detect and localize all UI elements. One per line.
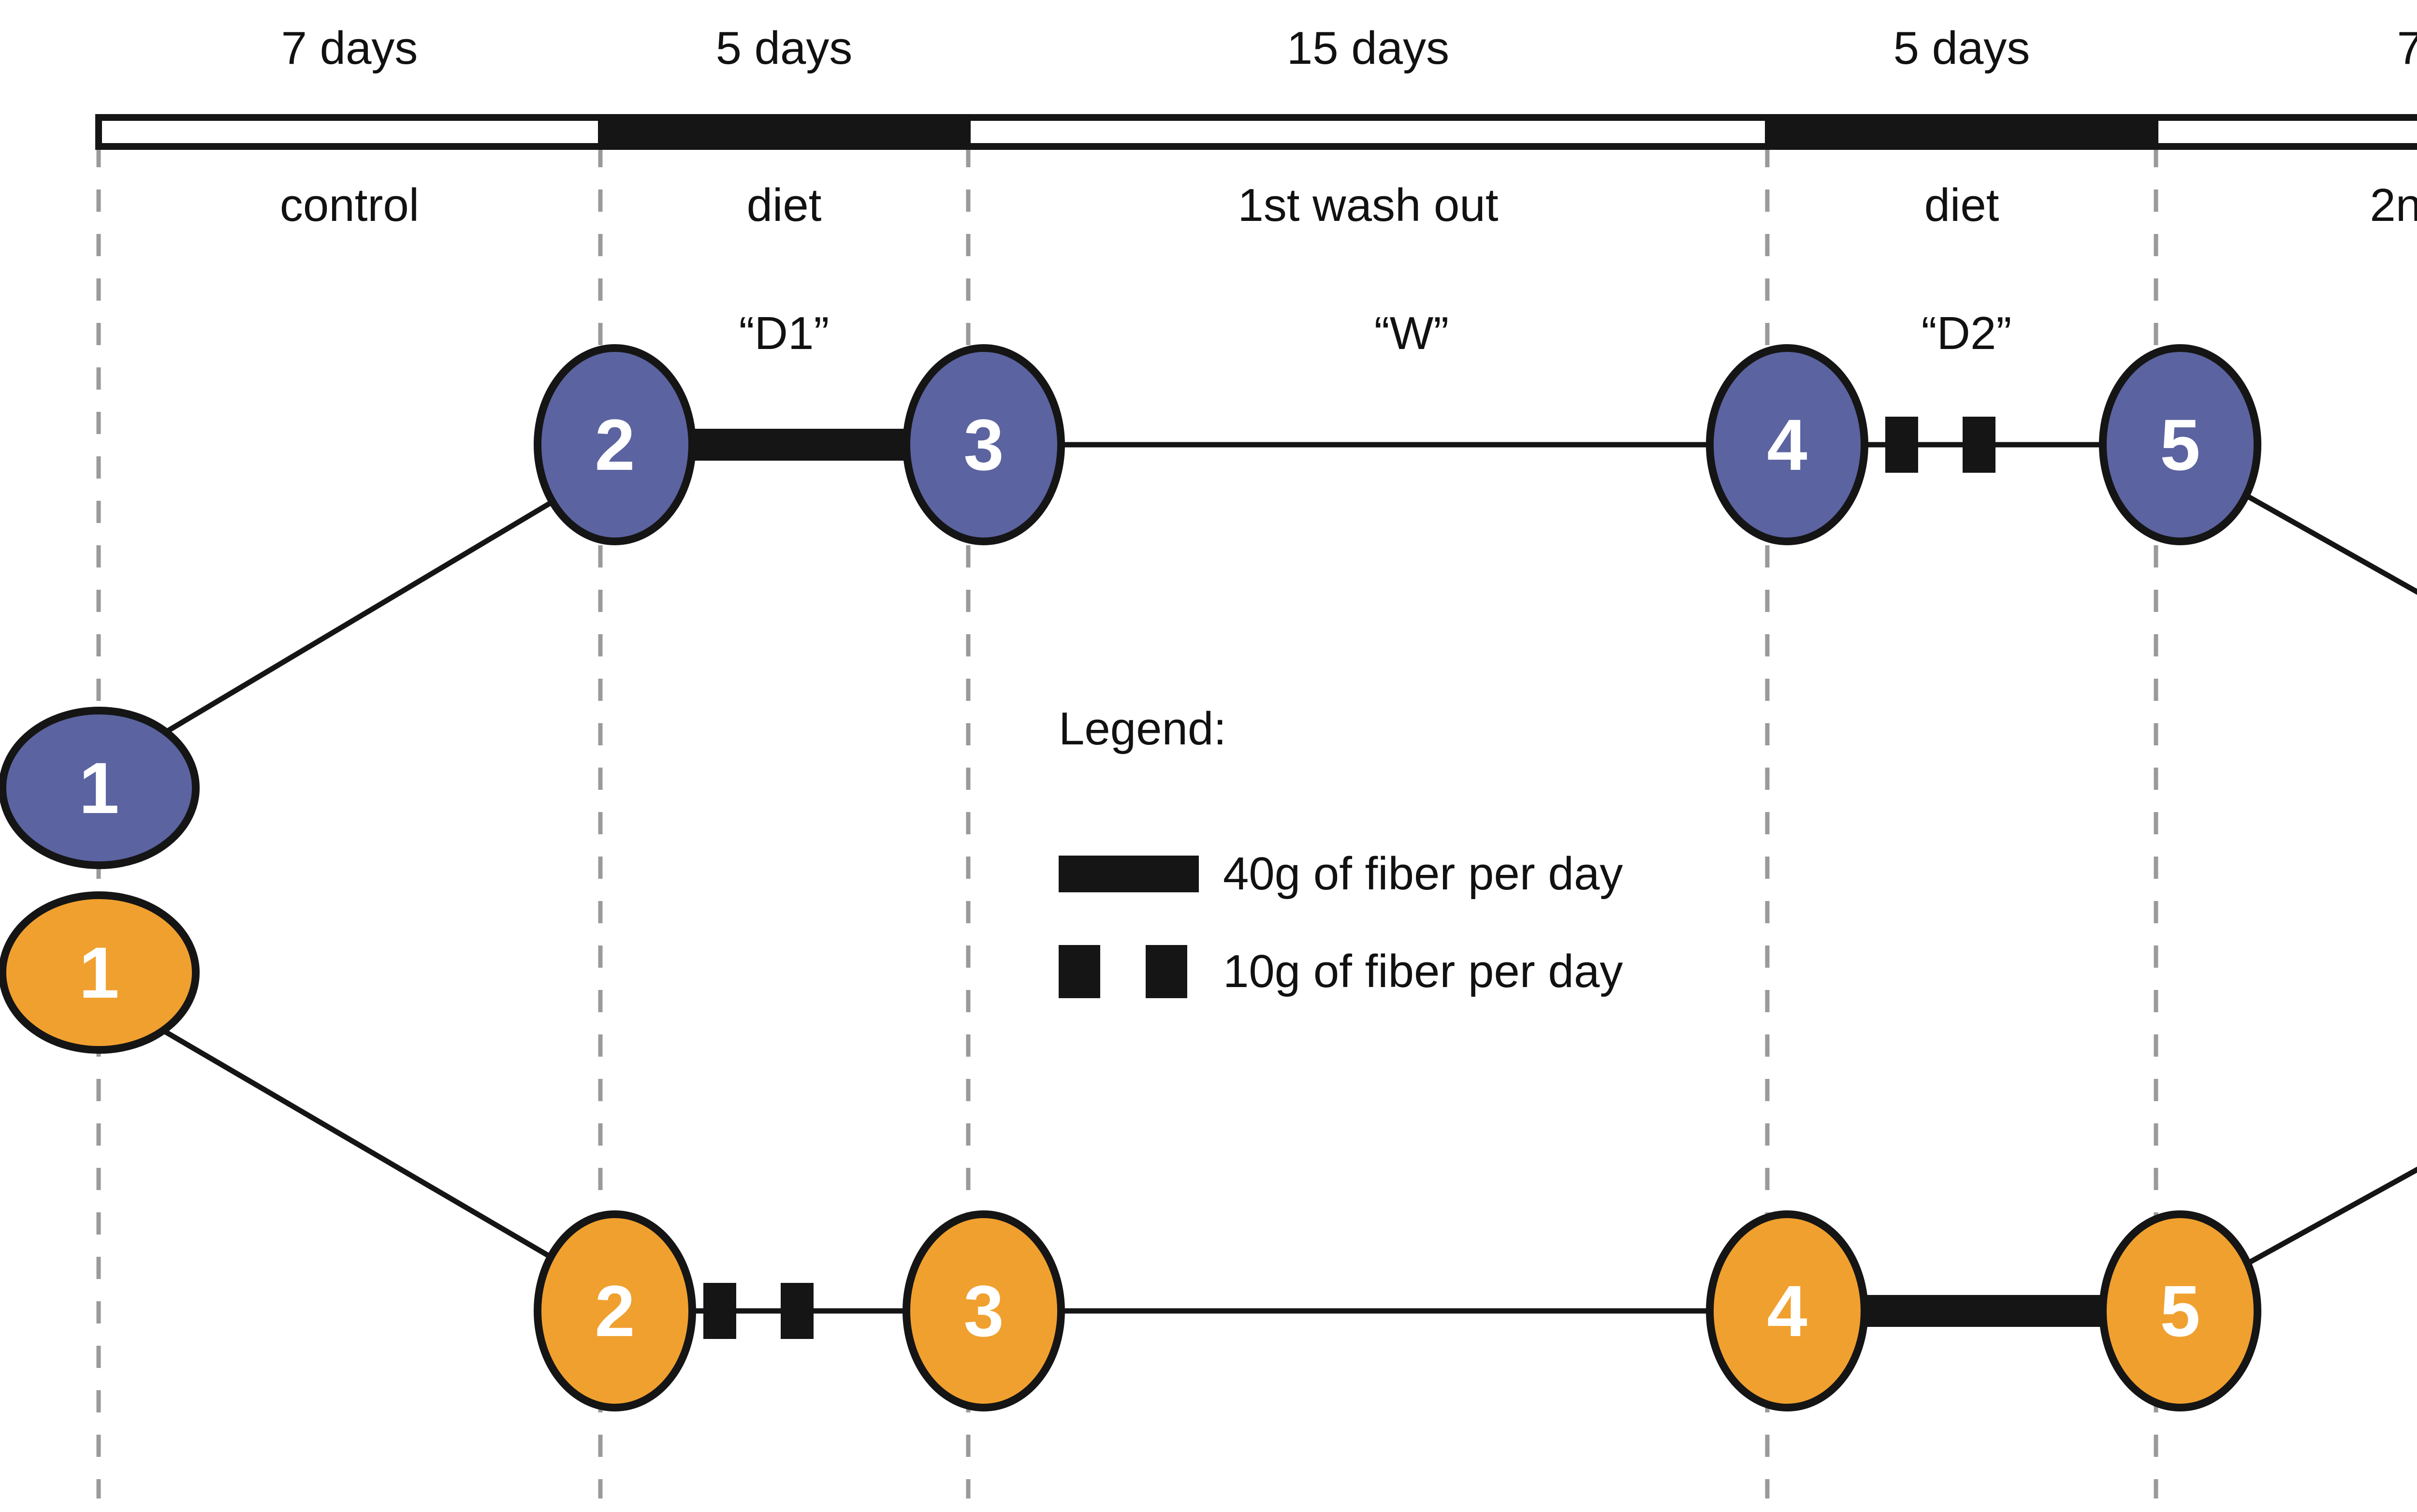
edge-blue-4-5-dash-1: [1885, 417, 1918, 473]
period-code-w: “W”: [1374, 307, 1449, 359]
timeline-segment-diet-2: [1767, 114, 2156, 150]
duration-label-diet-1: 5 days: [715, 22, 853, 74]
duration-label-washout-2: 7 days: [2397, 22, 2417, 74]
edge-blue-5-6: [2232, 486, 2417, 595]
node-orange-1: [0, 891, 200, 1054]
node-orange-2: [534, 1210, 696, 1411]
node-orange-3: [903, 1210, 1065, 1411]
edge-orange-1-2: [144, 1018, 577, 1274]
duration-label-diet-2: 5 days: [1893, 22, 2030, 74]
edge-orange-2-3-dash-2: [781, 1283, 814, 1339]
phase-label-control: control: [279, 179, 420, 231]
duration-label-washout-1: 15 days: [1286, 22, 1450, 74]
legend-swatch-40g: [1059, 856, 1199, 892]
legend-swatch-10g-dash-1: [1059, 945, 1100, 998]
node-orange-5: [2099, 1210, 2261, 1411]
blue-arm-nodes: [0, 344, 2261, 869]
phase-label-washout-1: 1st wash out: [1238, 179, 1499, 231]
orange-arm-nodes: [0, 891, 2261, 1411]
phase-label-diet-1: diet: [746, 179, 822, 231]
period-code-d2: “D2”: [1921, 307, 2012, 359]
node-blue-3: [903, 344, 1065, 545]
timeline-segment-diet-1: [600, 114, 968, 150]
legend-label-40g: 40g of fiber per day: [1223, 848, 1623, 900]
legend-label-10g: 10g of fiber per day: [1223, 945, 1623, 997]
orange-arm-edges: [144, 1018, 2417, 1339]
edge-orange-5-6: [2232, 1166, 2417, 1274]
duration-label-control: 7 days: [281, 22, 418, 74]
blue-arm-edges: [144, 417, 2417, 747]
node-blue-4: [1706, 344, 1868, 545]
phase-label-diet-2: diet: [1924, 179, 1999, 231]
edge-blue-4-5-dash-2: [1963, 417, 1995, 473]
node-orange-4: [1706, 1210, 1868, 1411]
legend-title: Legend:: [1059, 703, 1227, 755]
node-blue-5: [2099, 344, 2261, 545]
timeline-bar: [95, 114, 2417, 150]
edge-orange-2-3-dash-1: [703, 1283, 736, 1339]
phase-label-washout-2: 2nd wash out: [2370, 179, 2417, 231]
legend-swatch-10g-dash-2: [1146, 945, 1187, 998]
legend-swatches: [1059, 856, 1199, 998]
node-blue-1: [0, 707, 200, 869]
period-code-d1: “D1”: [739, 307, 830, 359]
edge-blue-1-2: [144, 486, 577, 747]
node-blue-2: [534, 344, 696, 545]
